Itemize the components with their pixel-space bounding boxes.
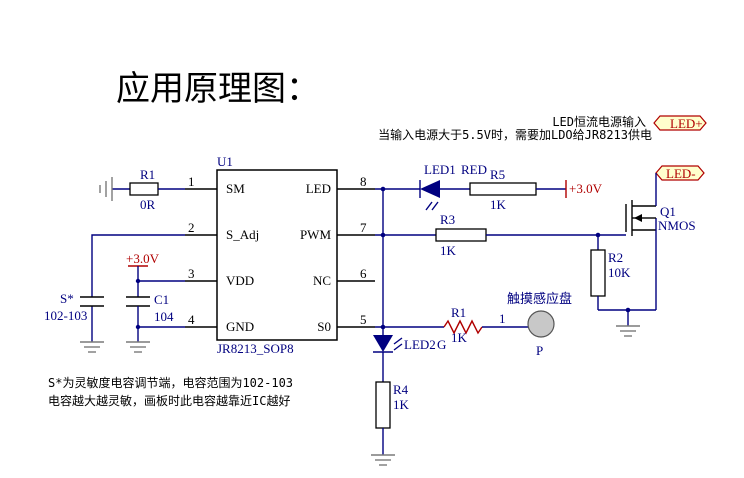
touch-pad: 触摸感应盘 P: [507, 291, 572, 358]
svg-text:1K: 1K: [490, 197, 507, 212]
gnd-wire: [135, 306, 185, 342]
svg-text:Q1: Q1: [660, 204, 676, 219]
touch-pad-label: 触摸感应盘: [507, 291, 572, 307]
svg-text:R3: R3: [440, 212, 455, 227]
svg-text:LED2: LED2: [404, 337, 436, 352]
c1-capacitor: C1 104: [126, 292, 174, 324]
svg-text:1K: 1K: [451, 330, 468, 345]
pin-number: 6: [360, 266, 367, 281]
earth-ground-icon: [99, 177, 113, 201]
svg-text:+3.0V: +3.0V: [569, 181, 603, 196]
svg-text:+3.0V: +3.0V: [126, 251, 160, 266]
pin-number: 3: [188, 266, 195, 281]
svg-text:NMOS: NMOS: [658, 218, 696, 233]
led1-diode: LED1 RED: [419, 162, 487, 211]
pin-number: 1: [188, 174, 195, 189]
led-input-note: LED恒流电源输入: [552, 114, 646, 129]
s-note-2: 电容越大越灵敏，画板时此电容越靠近IC越好: [48, 393, 290, 408]
svg-text:LED+: LED+: [670, 116, 703, 131]
svg-text:10K: 10K: [608, 265, 631, 280]
led-input-condition-note: 当输入电源大于5.5V时，需要加LDO给JR8213供电: [378, 127, 652, 142]
ic-ref: U1: [217, 154, 233, 169]
pin-name: GND: [226, 319, 254, 334]
svg-text:104: 104: [154, 309, 174, 324]
led-net: [375, 186, 420, 335]
touch-pad-ref: P: [536, 343, 543, 358]
svg-text:S*: S*: [60, 291, 74, 306]
ground-icon: [80, 341, 104, 353]
svg-text:C1: C1: [154, 292, 169, 307]
svg-text:R1: R1: [140, 167, 155, 182]
r3-resistor: R3 1K: [375, 212, 626, 258]
pin-number: 8: [360, 174, 367, 189]
v3-power-right: +3.0V: [565, 180, 603, 198]
svg-text:G: G: [437, 337, 446, 352]
r4-resistor: R4 1K: [375, 352, 410, 455]
r5-resistor: R5 1K: [469, 167, 566, 212]
ground-icon: [126, 341, 150, 353]
pin-name: S0: [317, 319, 331, 334]
svg-text:1: 1: [499, 311, 506, 326]
ic-u1: U1 JR8213_SOP8 1 SM 2 S_Adj 3 VDD 4 GND …: [185, 154, 375, 356]
svg-text:0R: 0R: [140, 197, 156, 212]
pin-name: NC: [313, 273, 331, 288]
s0-touch-net: R1 1K 1: [375, 305, 528, 345]
s-adj-wire: [91, 234, 185, 342]
pin-number: 2: [188, 220, 195, 235]
svg-text:R4: R4: [393, 382, 409, 397]
ic-part: JR8213_SOP8: [217, 341, 294, 356]
pin-name: PWM: [300, 227, 332, 242]
pin-name: S_Adj: [226, 227, 259, 242]
pin-name: VDD: [226, 273, 254, 288]
pin-name: SM: [226, 181, 245, 196]
svg-text:R2: R2: [608, 250, 623, 265]
pin-name: LED: [306, 181, 331, 196]
cs-capacitor: S* 102-103: [44, 291, 104, 323]
s-note-1: S*为灵敏度电容调节端，电容范围为102-103: [48, 375, 293, 390]
svg-text:102-103: 102-103: [44, 308, 87, 323]
led-minus-port: LED-: [655, 165, 705, 181]
pin-number: 5: [360, 312, 367, 327]
svg-text:LED1: LED1: [424, 162, 456, 177]
svg-text:R1: R1: [451, 305, 466, 320]
page-title: 应用原理图：: [116, 69, 320, 109]
ground-icon: [616, 325, 640, 337]
q1-nmos: Q1 NMOS: [625, 173, 696, 310]
r2-resistor: R2 10K: [590, 235, 656, 326]
pin-number: 7: [360, 220, 367, 235]
ground-icon: [371, 454, 395, 466]
led-plus-port: LED+: [653, 115, 707, 131]
svg-text:R5: R5: [490, 167, 505, 182]
led2-diode: LED2 G: [373, 335, 446, 353]
svg-text:RED: RED: [461, 162, 487, 177]
svg-text:1K: 1K: [393, 397, 410, 412]
r1-resistor: R1 0R: [112, 167, 185, 212]
svg-text:LED-: LED-: [666, 166, 696, 181]
vdd-power: +3.0V: [126, 251, 185, 297]
pin-number: 4: [188, 312, 195, 327]
svg-text:1K: 1K: [440, 243, 457, 258]
